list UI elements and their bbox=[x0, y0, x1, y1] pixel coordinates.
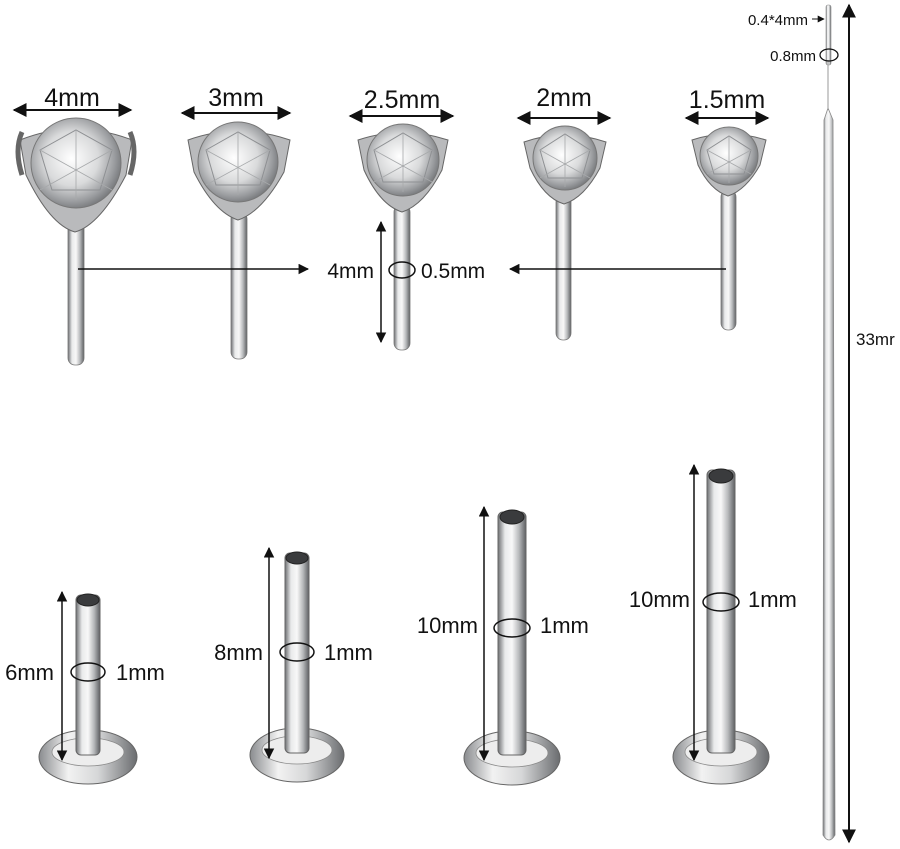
gem-size-label: 2mm bbox=[536, 84, 592, 112]
bar-diameter-label: 1mm bbox=[540, 613, 589, 638]
stud-2-5mm: 2.5mm bbox=[348, 86, 455, 351]
stud-pin-dimension: 4mm 0.5mm bbox=[78, 220, 726, 344]
bar-length-label: 10mm bbox=[629, 587, 690, 612]
tip-label: 0.4*4mm bbox=[748, 12, 808, 29]
stud-4mm: 4mm bbox=[12, 84, 137, 366]
bar-6mm: 6mm 1mm bbox=[5, 590, 165, 785]
bar-10mm-a: 10mm 1mm bbox=[417, 505, 589, 786]
bar-diameter-label: 1mm bbox=[748, 587, 797, 612]
taper-length-label: 33mr bbox=[856, 330, 895, 349]
gem-size-label: 2.5mm bbox=[364, 86, 440, 114]
bar-diameter-label: 1mm bbox=[116, 660, 165, 685]
bar-diameter-label: 1mm bbox=[324, 640, 373, 665]
bar-length-label: 6mm bbox=[5, 660, 54, 685]
bar-8mm: 8mm 1mm bbox=[214, 546, 373, 783]
bar-length-label: 8mm bbox=[214, 640, 263, 665]
stud-1-5mm: 1.5mm bbox=[684, 86, 770, 331]
stud-2mm: 2mm bbox=[516, 84, 612, 341]
taper-pin: 0.4*4mm 0.8mm 33mr bbox=[748, 3, 895, 844]
gem-size-label: 3mm bbox=[208, 84, 264, 112]
bar-10mm-b: 10mm 1mm bbox=[629, 463, 797, 785]
taper-diameter-label: 0.8mm bbox=[770, 48, 816, 65]
stud-3mm: 3mm bbox=[180, 84, 292, 360]
gem-size-label: 4mm bbox=[44, 84, 100, 112]
pin-diameter-label: 0.5mm bbox=[421, 260, 485, 283]
gem-size-label: 1.5mm bbox=[689, 86, 765, 114]
pin-length-label: 4mm bbox=[327, 260, 374, 283]
bar-length-label: 10mm bbox=[417, 613, 478, 638]
